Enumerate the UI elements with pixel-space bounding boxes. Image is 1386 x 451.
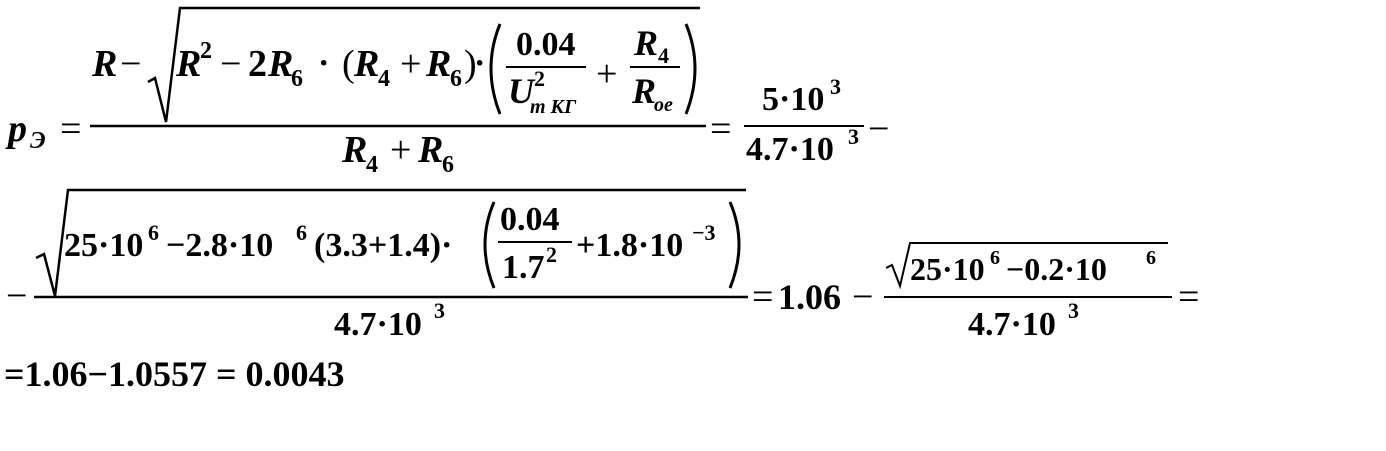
line2-trailing-equals: =	[1178, 276, 1199, 318]
rad2-term-b-exp: 6	[296, 220, 307, 245]
trailing-minus: −	[868, 108, 889, 150]
rad-r: R	[175, 43, 201, 85]
big-lparen-2	[483, 201, 496, 289]
final-result: =1.06−1.0557 = 0.0043	[4, 354, 345, 394]
rhs-fraction-den-exp: 3	[848, 124, 859, 149]
line2-den: 4.7·10	[334, 306, 422, 343]
formula-line-1: p Э = R − R 2 − 2 R 6 · ( R 4 + R 6 ) · …	[5, 6, 889, 178]
rad2-term-a: 25·10	[64, 227, 143, 264]
rad-plus: +	[400, 43, 421, 85]
den-plus: +	[390, 129, 411, 171]
sq-term-b-exp: 6	[1146, 247, 1156, 269]
num-r: R	[91, 43, 117, 85]
lhs-variable: p	[5, 108, 27, 150]
rad-rparen: )	[464, 43, 477, 85]
equals-sign-2: =	[710, 108, 731, 150]
den-r4-sub: 4	[366, 152, 378, 178]
formula-line-2: − 25·10 6 −2.8·10 6 (3.3+1.4)· 0.04 1.7 …	[6, 188, 1199, 343]
f2-den-var: R	[631, 71, 656, 111]
den-r6-sub: 6	[442, 152, 454, 178]
formula-line-3: =1.06−1.0557 = 0.0043	[4, 354, 345, 394]
sq-term-b: −0.2·10	[1006, 251, 1107, 287]
rad-coef: 2	[248, 43, 267, 85]
rad2-f-num: 0.04	[500, 201, 560, 238]
f1-den-sub: т КГ	[530, 96, 577, 118]
f2-num-var: R	[633, 23, 658, 63]
f1-numerator: 0.04	[516, 26, 576, 63]
rad2-term-b: −2.8·10	[166, 227, 273, 264]
rad-r4-sub: 4	[378, 66, 390, 92]
line2-value: 1.06	[778, 277, 841, 317]
rhs-fraction-den: 4.7·10	[746, 131, 834, 168]
line2-den-exp: 3	[434, 298, 445, 323]
f1-den-sup: 2	[534, 66, 545, 91]
f1-den-var: U	[508, 71, 536, 111]
rad-minus: −	[220, 43, 241, 85]
rhs-fraction-num-exp: 3	[830, 74, 841, 99]
rad-r-sup: 2	[200, 38, 212, 64]
rad2-term-d-exp: −3	[692, 220, 716, 245]
sq-term-a-exp: 6	[990, 247, 1000, 269]
line2-den-2-exp: 3	[1068, 298, 1079, 323]
num-minus: −	[120, 43, 141, 85]
sq-term-a: 25·10	[910, 251, 985, 287]
rad-r4: R	[353, 43, 379, 85]
rhs-fraction-num: 5·10	[762, 81, 824, 118]
line2-equals: =	[752, 276, 773, 318]
leading-minus: −	[6, 275, 27, 317]
den-r4: R	[341, 129, 367, 171]
rad-lparen: (	[342, 43, 355, 85]
radical-sign-1	[147, 6, 700, 123]
f-plus: +	[596, 53, 617, 95]
rad2-f-den: 1.7	[502, 249, 545, 286]
rad-r6b-sub: 6	[450, 66, 462, 92]
rad-dot: ·	[318, 45, 329, 82]
den-r6: R	[417, 129, 443, 171]
rad-r6b: R	[425, 43, 451, 85]
line2-minus: −	[852, 276, 873, 318]
rad2-f-den-exp: 2	[546, 242, 557, 267]
line2-den-2: 4.7·10	[968, 306, 1056, 343]
rad2-term-a-exp: 6	[148, 220, 159, 245]
big-rparen-2	[728, 201, 741, 289]
rad-dot-2: ·	[474, 45, 485, 82]
big-rparen-1	[684, 23, 697, 115]
rad2-term-d: +1.8·10	[576, 227, 683, 264]
rad2-term-c: (3.3+1.4)·	[314, 227, 452, 264]
rad-r6-sub: 6	[291, 66, 303, 92]
f2-num-sub: 4	[658, 43, 669, 68]
f2-den-sub: oe	[654, 94, 673, 116]
radical-sign-3	[885, 242, 1168, 290]
big-lparen-1	[489, 23, 502, 115]
equals-sign: =	[60, 108, 81, 150]
lhs-subscript: Э	[30, 128, 46, 154]
rad-r6: R	[267, 43, 293, 85]
